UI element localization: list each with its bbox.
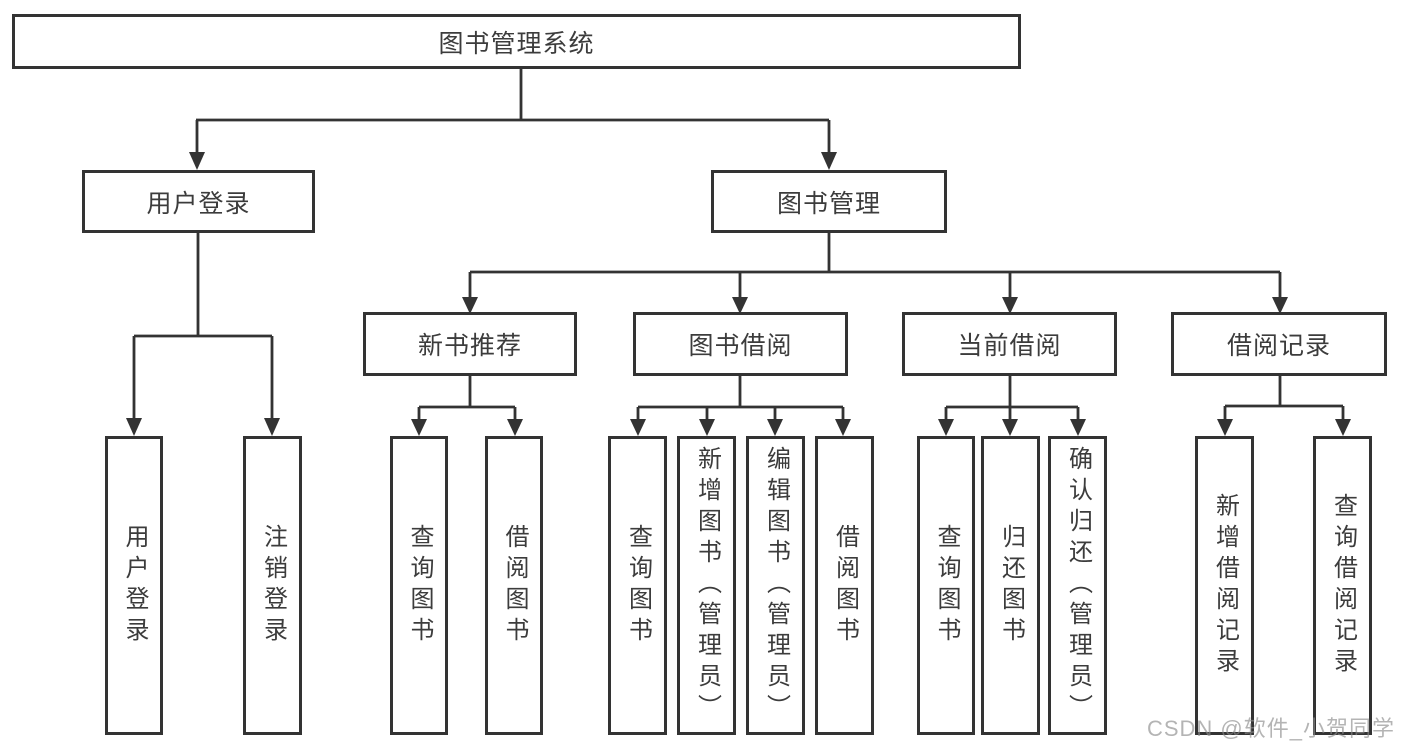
node-book-management: 图书管理 xyxy=(711,170,947,233)
leaf-confirm-return-admin-label: 确认归还（管理员） xyxy=(1064,446,1092,725)
leaf-confirm-return-admin: 确认归还（管理员） xyxy=(1048,436,1107,735)
leaf-user-login-label: 用户登录 xyxy=(121,523,148,648)
watermark: CSDN @软件_小贺同学 xyxy=(1146,716,1395,741)
node-current-borrowing: 当前借阅 xyxy=(902,312,1117,376)
arrow-down-icon xyxy=(630,419,646,436)
arrow-down-icon xyxy=(1002,297,1018,314)
node-book-borrowing: 图书借阅 xyxy=(633,312,848,376)
arrow-down-icon xyxy=(126,418,142,436)
arrow-down-icon xyxy=(507,419,523,436)
node-current-borrowing-label: 当前借阅 xyxy=(957,332,1062,360)
leaf-query-borrow-record: 查询借阅记录 xyxy=(1313,436,1372,735)
connector-current-borrowing xyxy=(938,376,1086,436)
connector-book-borrowing xyxy=(630,376,851,436)
arrow-down-icon xyxy=(1272,297,1288,314)
arrow-down-icon xyxy=(699,419,715,436)
arrow-down-icon xyxy=(1002,419,1018,436)
leaf-user-login: 用户登录 xyxy=(105,436,163,735)
arrow-down-icon xyxy=(938,419,954,436)
connector-book-management xyxy=(462,233,1288,314)
leaf-edit-books-admin: 编辑图书（管理员） xyxy=(746,436,805,735)
leaf-return-books: 归还图书 xyxy=(981,436,1040,735)
leaf-add-books-admin: 新增图书（管理员） xyxy=(677,436,736,735)
node-user-login-label: 用户登录 xyxy=(146,189,251,218)
arrow-down-icon xyxy=(1217,419,1233,436)
arrow-down-icon xyxy=(1335,419,1351,436)
leaf-current-query-books-label: 查询图书 xyxy=(933,523,960,648)
arrow-down-icon xyxy=(767,419,783,436)
leaf-recommend-borrow-books-label: 借阅图书 xyxy=(501,523,528,648)
node-root-label: 图书管理系统 xyxy=(438,29,595,58)
arrow-down-icon xyxy=(189,152,205,170)
node-borrow-records-label: 借阅记录 xyxy=(1226,332,1331,360)
node-borrow-records: 借阅记录 xyxy=(1171,312,1387,376)
node-new-book-recommend: 新书推荐 xyxy=(363,312,577,376)
leaf-recommend-query-books: 查询图书 xyxy=(390,436,448,735)
arrow-down-icon xyxy=(835,419,851,436)
arrow-down-icon xyxy=(462,297,478,314)
leaf-logout: 注销登录 xyxy=(243,436,302,735)
node-book-borrowing-label: 图书借阅 xyxy=(688,332,793,360)
leaf-add-books-admin-label: 新增图书（管理员） xyxy=(693,446,721,725)
node-new-book-recommend-label: 新书推荐 xyxy=(417,332,522,360)
arrow-down-icon xyxy=(1070,419,1086,436)
leaf-logout-label: 注销登录 xyxy=(259,523,287,648)
arrow-down-icon xyxy=(732,297,748,314)
leaf-recommend-query-books-label: 查询图书 xyxy=(406,523,433,648)
connector-root xyxy=(189,69,837,170)
leaf-return-books-label: 归还图书 xyxy=(997,523,1025,648)
leaf-current-query-books: 查询图书 xyxy=(917,436,975,735)
leaf-recommend-borrow-books: 借阅图书 xyxy=(485,436,543,735)
connector-user-login xyxy=(126,233,280,436)
leaf-borrowing-query-books: 查询图书 xyxy=(608,436,667,735)
node-user-login: 用户登录 xyxy=(82,170,315,233)
leaf-borrowing-query-books-label: 查询图书 xyxy=(624,523,652,648)
connector-borrow-records xyxy=(1217,376,1351,436)
arrow-down-icon xyxy=(821,152,837,170)
leaf-borrowing-borrow-books-label: 借阅图书 xyxy=(831,523,859,648)
node-root: 图书管理系统 xyxy=(12,14,1021,69)
arrow-down-icon xyxy=(264,418,280,436)
connector-new-book-recommend xyxy=(411,376,523,436)
node-book-management-label: 图书管理 xyxy=(776,189,881,218)
leaf-add-borrow-record: 新增借阅记录 xyxy=(1195,436,1254,735)
leaf-query-borrow-record-label: 查询借阅记录 xyxy=(1329,492,1357,679)
leaf-borrowing-borrow-books: 借阅图书 xyxy=(815,436,874,735)
leaf-edit-books-admin-label: 编辑图书（管理员） xyxy=(762,446,790,725)
leaf-add-borrow-record-label: 新增借阅记录 xyxy=(1211,492,1239,679)
arrow-down-icon xyxy=(411,419,427,436)
